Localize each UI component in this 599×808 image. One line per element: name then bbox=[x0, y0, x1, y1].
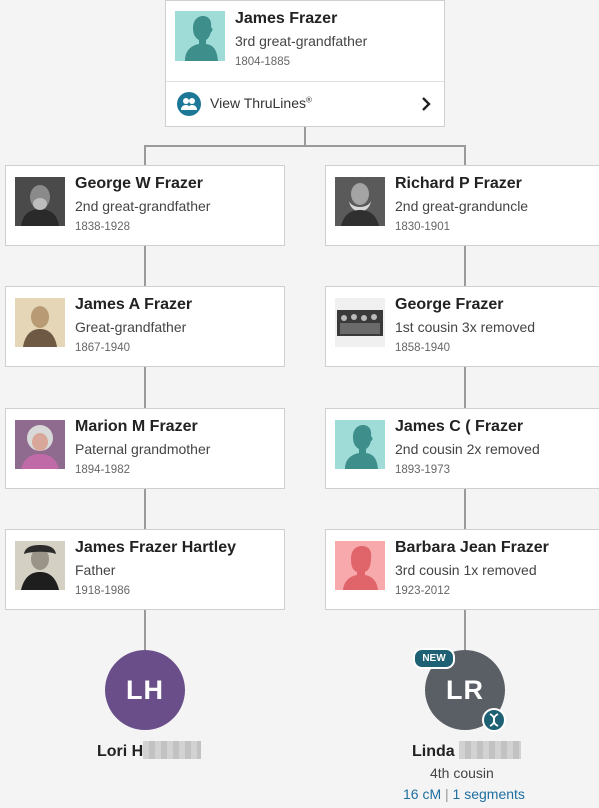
ancestor-card-left-4[interactable]: James Frazer Hartley Father 1918-1986 bbox=[5, 529, 285, 610]
person-name: James A Frazer bbox=[75, 296, 193, 313]
person-name: Barbara Jean Frazer bbox=[395, 539, 549, 556]
person-photo bbox=[335, 541, 385, 590]
ancestor-photo bbox=[175, 11, 225, 61]
match-name-text: Linda bbox=[412, 743, 455, 760]
connector-line bbox=[144, 488, 146, 530]
connector-line bbox=[144, 145, 466, 147]
person-photo bbox=[335, 177, 385, 226]
person-years: 1858-1940 bbox=[395, 342, 450, 354]
person-name: Marion M Frazer bbox=[75, 418, 198, 435]
portrait-photo-icon bbox=[15, 541, 65, 590]
person-years: 1867-1940 bbox=[75, 342, 130, 354]
registered-mark: ® bbox=[305, 95, 312, 105]
person-years: 1894-1982 bbox=[75, 464, 130, 476]
ancestor-card-left-2[interactable]: James A Frazer Great-grandfather 1867-19… bbox=[5, 286, 285, 367]
connector-line bbox=[464, 145, 466, 166]
person-name: George W Frazer bbox=[75, 175, 204, 192]
match-name[interactable]: Linda bbox=[412, 741, 521, 761]
person-photo bbox=[15, 541, 65, 590]
ancestor-card-left-1[interactable]: George W Frazer 2nd great-grandfather 18… bbox=[5, 165, 285, 246]
connector-line bbox=[464, 488, 466, 530]
separator: | bbox=[445, 786, 449, 802]
person-name: George Frazer bbox=[395, 296, 504, 313]
redacted-surname bbox=[458, 741, 521, 759]
new-badge: NEW bbox=[413, 648, 455, 669]
shared-cm-link[interactable]: 16 cM bbox=[403, 786, 442, 802]
match-relationship: 4th cousin bbox=[430, 765, 494, 781]
ancestor-person[interactable]: James Frazer 3rd great-grandfather 1804-… bbox=[166, 1, 444, 81]
portrait-photo-icon bbox=[15, 420, 65, 469]
connector-line bbox=[144, 609, 146, 651]
self-name-text: Lori H bbox=[97, 743, 144, 760]
ancestor-card-left-3[interactable]: Marion M Frazer Paternal grandmother 189… bbox=[5, 408, 285, 489]
person-years: 1893-1973 bbox=[395, 464, 450, 476]
male-silhouette-icon bbox=[335, 420, 385, 469]
person-relationship: Great-grandfather bbox=[75, 319, 187, 335]
connector-line bbox=[464, 609, 466, 651]
person-photo bbox=[15, 298, 65, 347]
person-relationship: 2nd great-granduncle bbox=[395, 198, 529, 214]
person-relationship: Paternal grandmother bbox=[75, 441, 211, 457]
redacted-surname bbox=[143, 741, 202, 759]
person-photo bbox=[15, 177, 65, 226]
person-years: 1830-1901 bbox=[395, 221, 450, 233]
person-name: Richard P Frazer bbox=[395, 175, 522, 192]
person-relationship: Father bbox=[75, 562, 116, 578]
match-dna-summary: 16 cM | 1 segments bbox=[403, 786, 525, 802]
connector-line bbox=[464, 245, 466, 287]
person-relationship: 3rd cousin 1x removed bbox=[395, 562, 537, 578]
dna-icon bbox=[482, 708, 506, 732]
person-name: James Frazer bbox=[235, 10, 338, 27]
connector-line bbox=[144, 145, 146, 166]
ancestor-card-right-3[interactable]: James C ( Frazer 2nd cousin 2x removed 1… bbox=[325, 408, 599, 489]
person-years: 1918-1986 bbox=[75, 585, 130, 597]
portrait-photo-icon bbox=[15, 177, 65, 226]
connector-line bbox=[144, 245, 146, 287]
chevron-right-icon bbox=[418, 95, 434, 113]
connector-line bbox=[464, 366, 466, 408]
view-thrulines-button[interactable]: View ThruLines® bbox=[166, 81, 444, 126]
portrait-photo-icon bbox=[15, 298, 65, 347]
self-name: Lori H bbox=[97, 741, 202, 761]
ancestor-card-right-2[interactable]: George Frazer 1st cousin 3x removed 1858… bbox=[325, 286, 599, 367]
thrulines-icon bbox=[177, 92, 201, 116]
ancestor-card-right-1[interactable]: Richard P Frazer 2nd great-granduncle 18… bbox=[325, 165, 599, 246]
portrait-photo-icon bbox=[335, 177, 385, 226]
shared-segments-link[interactable]: 1 segments bbox=[452, 786, 525, 802]
person-photo bbox=[335, 420, 385, 469]
thrulines-label-text: View ThruLines bbox=[210, 95, 306, 111]
group-photo-icon bbox=[335, 298, 385, 347]
connector-line bbox=[304, 126, 306, 146]
self-avatar[interactable]: LH bbox=[105, 650, 185, 730]
ancestor-card-right-4[interactable]: Barbara Jean Frazer 3rd cousin 1x remove… bbox=[325, 529, 599, 610]
connector-line bbox=[144, 366, 146, 408]
person-relationship: 1st cousin 3x removed bbox=[395, 319, 536, 335]
thrulines-label: View ThruLines® bbox=[210, 95, 312, 111]
person-relationship: 2nd cousin 2x removed bbox=[395, 441, 540, 457]
person-photo bbox=[335, 298, 385, 347]
person-years: 1804-1885 bbox=[235, 56, 290, 68]
person-relationship: 3rd great-grandfather bbox=[235, 33, 368, 49]
person-name: James C ( Frazer bbox=[395, 418, 524, 435]
ancestor-card: James Frazer 3rd great-grandfather 1804-… bbox=[165, 0, 445, 127]
person-years: 1923-2012 bbox=[395, 585, 450, 597]
female-silhouette-icon bbox=[335, 541, 385, 590]
person-years: 1838-1928 bbox=[75, 221, 130, 233]
person-photo bbox=[15, 420, 65, 469]
male-silhouette-icon bbox=[175, 11, 225, 61]
person-name: James Frazer Hartley bbox=[75, 539, 236, 556]
person-relationship: 2nd great-grandfather bbox=[75, 198, 211, 214]
